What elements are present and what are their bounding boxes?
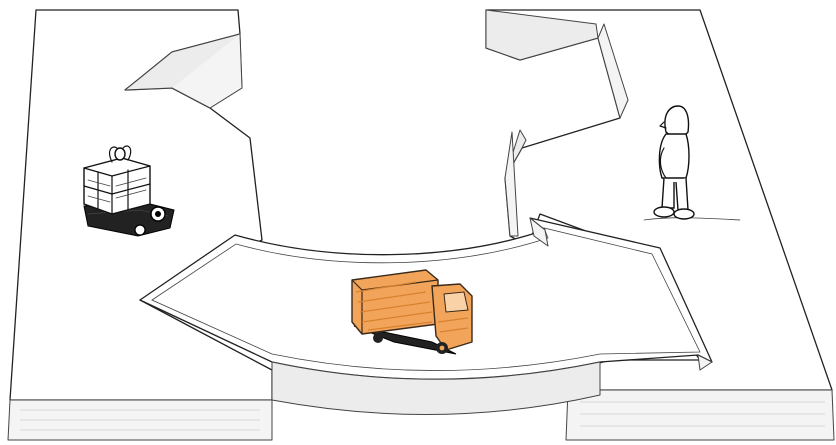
value-flow-diagram (0, 0, 836, 445)
